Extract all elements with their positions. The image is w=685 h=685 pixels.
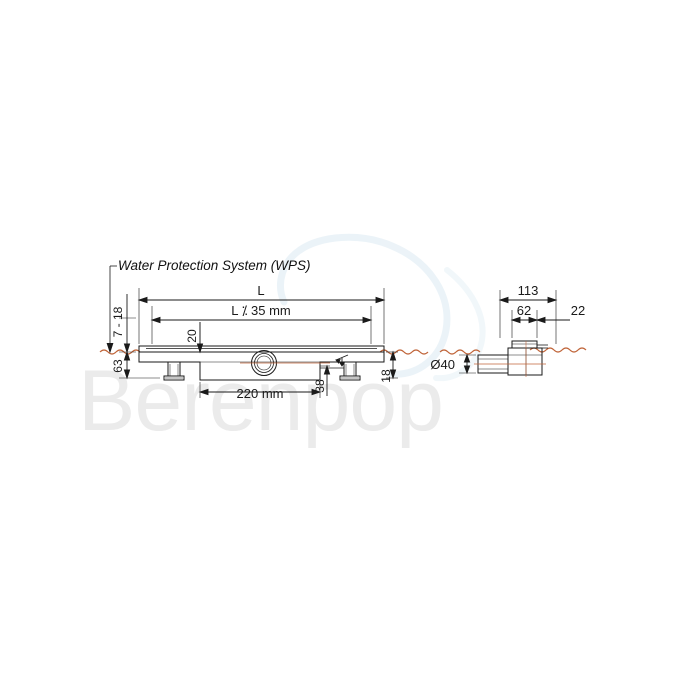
- dimension-trap-total-length: [498, 296, 558, 304]
- left-view-extension-lines: [119, 288, 398, 398]
- dimension-inset-depth: [196, 322, 204, 354]
- outlet-connector-detail: [320, 362, 345, 369]
- dimension-flange-height: [123, 294, 131, 354]
- dimension-grate-length: [150, 316, 373, 324]
- flange-plate: [138, 345, 385, 353]
- dimension-label-outlet-height: 38: [313, 379, 327, 393]
- dimension-outlet-height: [323, 364, 331, 396]
- trap-collar: [511, 340, 548, 349]
- dimension-label-trap-offset: 22: [571, 303, 585, 318]
- dimension-label-trap-total-length: 113: [518, 283, 539, 298]
- trap-body: [507, 347, 543, 376]
- floor-level-wavy-lines: [99, 347, 587, 355]
- adjustable-foot-left: [163, 361, 185, 381]
- right-view-extension-lines: [459, 290, 557, 374]
- dimension-label-overall-length: L: [257, 283, 264, 298]
- wps-leader-line: [106, 265, 117, 354]
- dimension-total-height: [123, 350, 131, 380]
- right-view-dimension-lines: [463, 296, 570, 375]
- dimension-pipe-diameter: [463, 353, 471, 375]
- dimension-label-body-width: 220 mm: [237, 386, 284, 401]
- dimension-edge-height: [389, 350, 397, 380]
- dimension-label-trap-body-length: 62: [517, 303, 531, 318]
- dimension-label-edge-height: 18: [379, 369, 393, 383]
- wps-note-label: Water Protection System (WPS): [118, 258, 311, 273]
- slope-indicator-icon: [335, 354, 349, 367]
- dimension-label-pipe-diameter: Ø40: [430, 357, 455, 372]
- left-view-dimension-lines: [106, 265, 397, 396]
- watermark-layer: Berenpop: [78, 233, 486, 449]
- dimension-overall-length: [137, 296, 386, 304]
- right-view-trap: [474, 340, 548, 377]
- dimension-label-flange-height: 7 - 18: [111, 306, 125, 337]
- watermark-swoosh-icon: [277, 233, 486, 382]
- dimension-body-width: [198, 388, 322, 396]
- channel-body-outline: [138, 352, 385, 381]
- dimension-trap-body-length: [510, 316, 539, 324]
- dimension-label-grate-length: L ⁒ 35 mm: [231, 303, 291, 318]
- dimension-trap-offset: [535, 316, 570, 324]
- watermark-text: Berenpop: [78, 353, 443, 449]
- dimension-label-total-height: 63: [111, 359, 125, 373]
- left-view-section: [138, 345, 385, 381]
- adjustable-foot-right: [339, 361, 361, 381]
- dimension-label-inset-depth: 20: [185, 329, 199, 343]
